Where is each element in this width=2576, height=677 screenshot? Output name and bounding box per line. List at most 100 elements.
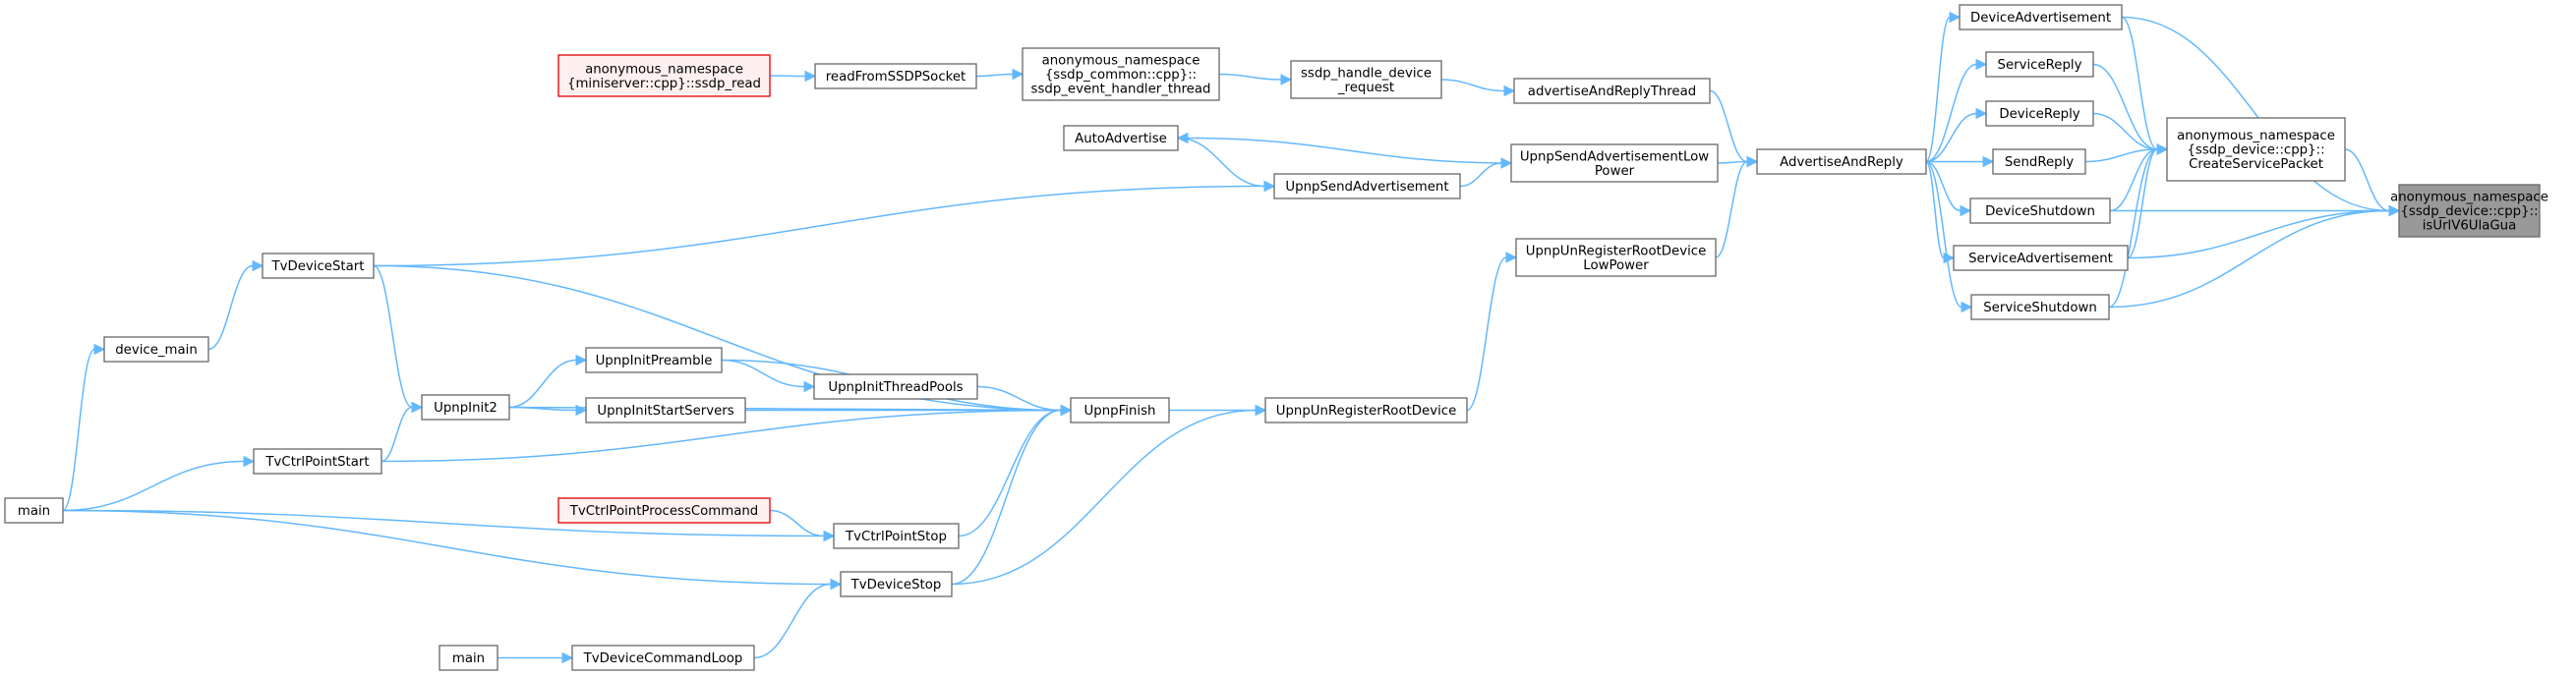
node-label: CreateServicePacket — [2189, 157, 2323, 172]
node-hdr[interactable]: ssdp_handle_device_request — [1290, 60, 1442, 99]
node-label: DeviceReply — [1999, 107, 2079, 122]
node-label: anonymous_namespace — [1042, 54, 1200, 69]
node-aar[interactable]: AdvertiseAndReply — [1756, 148, 1927, 175]
call-edge-n_tvdstop-to-n_finish — [951, 404, 1073, 586]
node-label: {ssdp_device::cpp}:: — [2400, 204, 2538, 219]
call-edge-n_aar-to-n_devadv — [1925, 11, 1961, 163]
node-label: UpnpSendAdvertisementLow — [1520, 149, 1709, 164]
node-label: advertiseAndReplyThread — [1528, 85, 1696, 99]
call-edge-n_rfs-to-n_seht — [975, 68, 1025, 81]
node-label: ssdp_event_handler_thread — [1031, 83, 1211, 97]
node-label: TvCtrlPointStart — [264, 455, 369, 470]
call-edge-n_tvdstop-to-n_urrd — [951, 404, 1267, 586]
node-urrd[interactable]: UpnpUnRegisterRootDevice — [1264, 397, 1468, 423]
node-label: DeviceAdvertisement — [1970, 11, 2111, 26]
node-label: main — [18, 504, 50, 519]
call-edge-n_tvds-to-n_usa — [373, 180, 1276, 267]
node-label: readFromSSDPSocket — [826, 70, 966, 85]
call-edge-n_csp-to-n_is — [2344, 148, 2401, 217]
call-edge-n_preamble-to-n_pools — [721, 359, 816, 393]
node-preamble[interactable]: UpnpInitPreamble — [585, 347, 723, 373]
node-servers[interactable]: UpnpInitStartServers — [585, 397, 746, 423]
node-label: ServiceReply — [1998, 58, 2082, 73]
call-edge-n_aar-to-n_svcrep — [1925, 58, 1988, 163]
node-label: LowPower — [1583, 258, 1649, 273]
node-label: main — [452, 651, 485, 666]
node-devmain[interactable]: device_main — [103, 336, 209, 363]
node-label: UpnpSendAdvertisement — [1285, 180, 1448, 195]
call-edge-n_tvcpstop-to-n_finish — [958, 404, 1073, 537]
node-label: UpnpInit2 — [434, 401, 498, 416]
node-tvcppc[interactable]: TvCtrlPointProcessCommand — [557, 497, 771, 524]
node-aart[interactable]: advertiseAndReplyThread — [1513, 78, 1711, 104]
call-edge-n_urrdlp-to-n_aar — [1715, 155, 1759, 258]
node-label: TvDeviceStart — [271, 259, 365, 274]
node-autoadv[interactable]: AutoAdvertise — [1063, 125, 1179, 151]
call-edge-n_tvds-to-n_init2 — [373, 264, 424, 414]
node-svcsd[interactable]: ServiceShutdown — [1970, 294, 2110, 320]
node-label: {ssdp_common::cpp}:: — [1045, 68, 1197, 83]
call-edge-n_sendrep-to-n_csp — [2084, 143, 2169, 163]
node-tvcpstop[interactable]: TvCtrlPointStop — [833, 523, 960, 549]
node-label: device_main — [115, 343, 198, 358]
node-label: UpnpInitPreamble — [596, 354, 713, 368]
call-edge-n_devadv-to-n_csp — [2121, 16, 2169, 155]
node-label: UpnpInitThreadPools — [828, 380, 963, 395]
node-label: anonymous_namespace — [2177, 129, 2335, 143]
call-edge-n_tvcps-to-n_init2 — [381, 401, 424, 463]
node-tvds[interactable]: TvDeviceStart — [262, 253, 375, 279]
node-usa[interactable]: UpnpSendAdvertisement — [1273, 173, 1461, 199]
node-is[interactable]: anonymous_namespace{ssdp_device::cpp}::i… — [2390, 184, 2548, 238]
node-rfs[interactable]: readFromSSDPSocket — [814, 63, 977, 89]
call-edge-n_devadv-to-n_is — [2121, 16, 2401, 217]
node-label: UpnpUnRegisterRootDevice — [1526, 244, 1707, 258]
node-label: Power — [1595, 164, 1635, 179]
call-edge-n_devsd-to-n_is — [2110, 204, 2401, 217]
node-devrep[interactable]: DeviceReply — [1985, 100, 2094, 127]
node-sread[interactable]: anonymous_namespace{miniserver::cpp}::ss… — [557, 54, 771, 97]
call-edge-n_init2-to-n_servers — [508, 404, 588, 417]
node-tvcps[interactable]: TvCtrlPointStart — [253, 448, 382, 475]
node-devsd[interactable]: DeviceShutdown — [1969, 197, 2111, 224]
call-edge-n_aar-to-n_devrep — [1925, 107, 1988, 163]
node-svcadv[interactable]: ServiceAdvertisement — [1953, 245, 2129, 271]
call-edge-n_aar-to-n_devsd — [1925, 160, 1972, 217]
node-label: AdvertiseAndReply — [1780, 155, 1903, 170]
node-pools[interactable]: UpnpInitThreadPools — [813, 373, 978, 400]
node-main2[interactable]: main — [439, 645, 498, 671]
call-edge-n_usalp-to-n_autoadv — [1176, 132, 1512, 164]
node-devadv[interactable]: DeviceAdvertisement — [1959, 4, 2123, 30]
node-label: TvDeviceCommandLoop — [583, 651, 743, 666]
call-edge-n_usa-to-n_usalp — [1459, 157, 1513, 188]
node-init2[interactable]: UpnpInit2 — [421, 394, 510, 421]
call-edge-n_aar-to-n_svcsd — [1925, 160, 1973, 313]
call-edge-n_tvdcl-to-n_tvdstop — [753, 578, 843, 659]
node-seht[interactable]: anonymous_namespace{ssdp_common::cpp}::s… — [1022, 47, 1220, 101]
node-csp[interactable]: anonymous_namespace{ssdp_device::cpp}::C… — [2166, 117, 2346, 182]
node-label: TvCtrlPointProcessCommand — [569, 504, 758, 519]
node-label: ServiceAdvertisement — [1968, 252, 2113, 266]
node-sendrep[interactable]: SendReply — [1992, 148, 2086, 175]
node-label: _request — [1337, 81, 1394, 95]
node-label: ssdp_handle_device — [1301, 66, 1432, 81]
call-edge-n_main2-to-n_tvdcl — [497, 651, 574, 664]
node-main1[interactable]: main — [4, 497, 64, 524]
node-tvdcl[interactable]: TvDeviceCommandLoop — [571, 645, 755, 671]
node-finish[interactable]: UpnpFinish — [1070, 397, 1170, 423]
node-label: {ssdp_device::cpp}:: — [2187, 143, 2324, 158]
call-edge-n_seht-to-n_hdr — [1218, 73, 1293, 85]
call-edge-n_svcsd-to-n_is — [2108, 204, 2401, 309]
node-svcrep[interactable]: ServiceReply — [1985, 51, 2094, 78]
node-tvdstop[interactable]: TvDeviceStop — [840, 571, 953, 597]
call-edge-n_svcsd-to-n_csp — [2108, 143, 2169, 309]
call-edge-n_urrd-to-n_urrdlp — [1466, 252, 1518, 412]
node-label: DeviceShutdown — [1985, 204, 2095, 219]
call-edge-n_autoadv-to-n_usa — [1177, 137, 1276, 193]
node-label: UpnpInitStartServers — [597, 404, 733, 419]
call-nodes: anonymous_namespace{ssdp_device::cpp}::i… — [4, 4, 2548, 671]
node-label: UpnpUnRegisterRootDevice — [1276, 404, 1457, 419]
node-label: TvCtrlPointStop — [845, 530, 947, 544]
